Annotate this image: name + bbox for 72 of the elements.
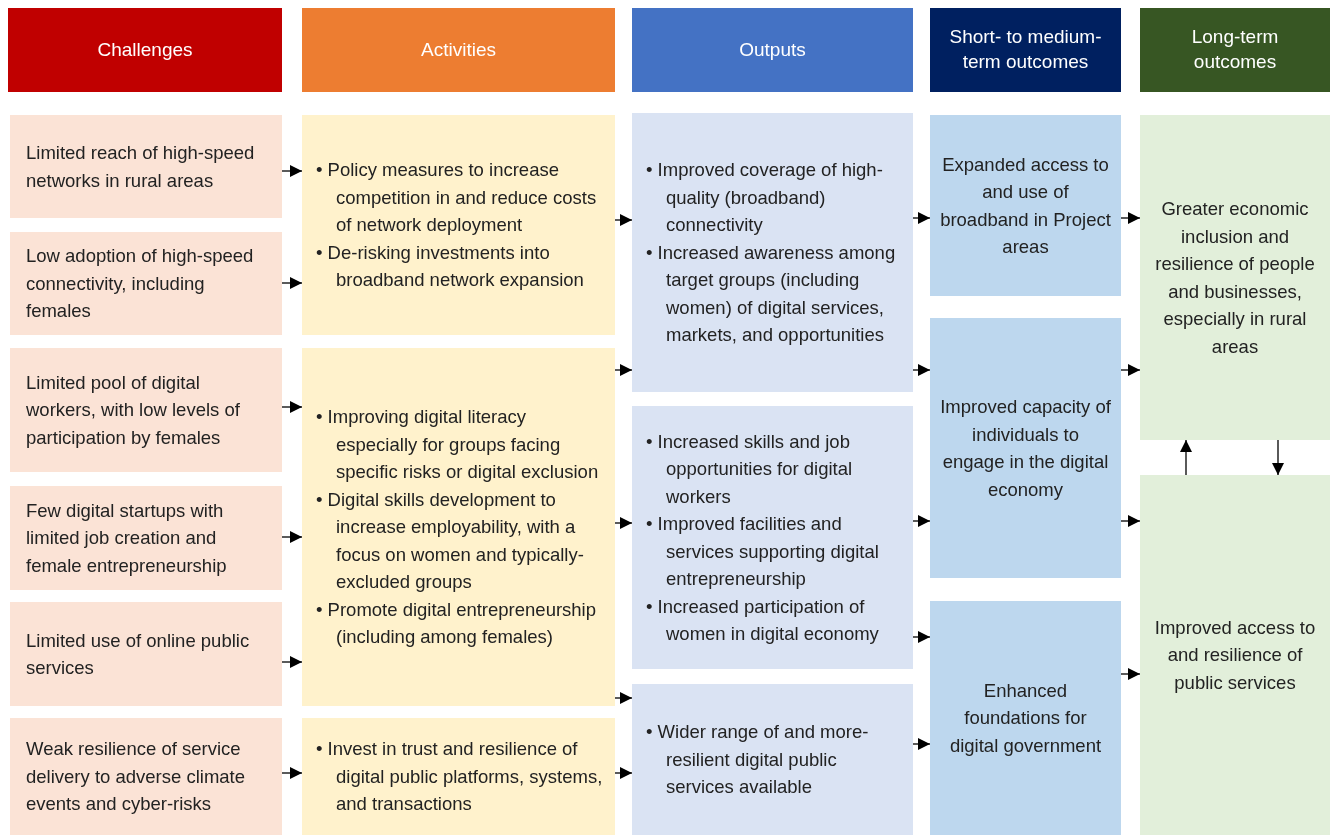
text-box — [930, 318, 1121, 578]
bullet-item: • Increased participation of women in digital economy — [646, 594, 880, 646]
arrow — [1272, 439, 1284, 476]
arrow — [614, 767, 633, 779]
header-label: Long-term outcomes — [1190, 25, 1280, 74]
bullet-box — [632, 113, 913, 392]
arrow — [281, 767, 303, 779]
box-text: Improved capacity of individuals to engage in the digital economy — [940, 395, 1111, 502]
column-header — [930, 8, 1121, 92]
arrow — [1180, 439, 1192, 476]
box-text: Limited reach of high-speed networks in rural areas — [26, 141, 256, 193]
text-box — [10, 115, 282, 218]
arrow — [281, 165, 303, 177]
header-label: Outputs — [739, 37, 806, 62]
text-box — [10, 718, 282, 835]
bullet-item: • Policy measures to increase competition in and reduce costs of network deployment — [316, 158, 598, 238]
text-box — [10, 486, 282, 590]
bullet-item: • Improved facilities and services supporting digital entrepreneurship — [646, 512, 880, 591]
bullet-item: • Improved coverage of high-quality (broadband) connectivity — [646, 158, 884, 238]
box-text: Enhanced foundations for digital government — [948, 678, 1103, 758]
bullet-item: • Increased awareness among target groups (including women) of digital services, markets, and opportunities — [646, 240, 897, 348]
bullet-item: • Wider range of and more-resilient digital public services available — [646, 720, 870, 800]
box-text: Limited pool of digital workers, with low levels of participation by females — [26, 370, 241, 450]
text-box — [930, 115, 1121, 296]
box-text: Improved access to and resilience of public services — [1153, 615, 1317, 695]
bullet-box — [302, 348, 615, 706]
text-box — [10, 232, 282, 335]
arrow — [614, 364, 633, 376]
arrow — [614, 692, 633, 704]
arrow — [1120, 212, 1141, 224]
arrow — [912, 515, 931, 527]
arrow — [912, 212, 931, 224]
bullet-box — [302, 718, 615, 835]
column-header — [632, 8, 913, 92]
arrow — [912, 364, 931, 376]
box-text: Greater economic inclusion and resilience of people and businesses, especially in rural areas — [1154, 197, 1316, 359]
column-header — [302, 8, 615, 92]
header-label: Challenges — [97, 37, 193, 62]
bullet-box — [302, 115, 615, 335]
text-box — [10, 602, 282, 706]
bullet-item: • Invest in trust and resilience of digital public platforms, systems, and transactions — [316, 737, 604, 817]
column-header — [8, 8, 282, 92]
bullet-box — [632, 406, 913, 669]
bullet-box — [632, 684, 913, 835]
box-text: Limited use of online public services — [26, 628, 251, 680]
box-text: Few digital startups with limited job creation and female entrepreneurship — [26, 498, 228, 578]
text-box — [930, 601, 1121, 835]
bullet-item: • De-risking investments into broadband network expansion — [316, 240, 585, 293]
bullet-item: • Promote digital entrepreneurship (including among females) — [316, 597, 598, 650]
arrow — [614, 214, 633, 226]
header-label: Activities — [421, 37, 496, 62]
bullet-item: • Improving digital literacy especially for groups facing specific risks or digital exclusion — [316, 405, 600, 485]
bullet-item: • Increased skills and job opportunities for digital workers — [646, 429, 854, 509]
arrow — [281, 401, 303, 413]
arrow — [1120, 364, 1141, 376]
column-header — [1140, 8, 1330, 92]
arrow — [281, 656, 303, 668]
arrow — [1120, 515, 1141, 527]
arrow — [912, 631, 931, 643]
arrow — [1120, 668, 1141, 680]
text-box — [1140, 115, 1330, 440]
arrow — [614, 517, 633, 529]
arrow — [281, 531, 303, 543]
box-text: Expanded access to and use of broadband in Project areas — [940, 152, 1111, 259]
bullet-item: • Digital skills development to increase employability, with a focus on women and typically-excluded groups — [316, 487, 585, 595]
box-text: Weak resilience of service delivery to adverse climate events and cyber-risks — [26, 737, 246, 817]
text-box — [10, 348, 282, 472]
header-label: Short- to medium-term outcomes — [948, 25, 1103, 74]
box-text: Low adoption of high-speed connectivity, including females — [26, 244, 255, 324]
arrow — [281, 277, 303, 289]
text-box — [1140, 475, 1330, 835]
arrow — [912, 738, 931, 750]
